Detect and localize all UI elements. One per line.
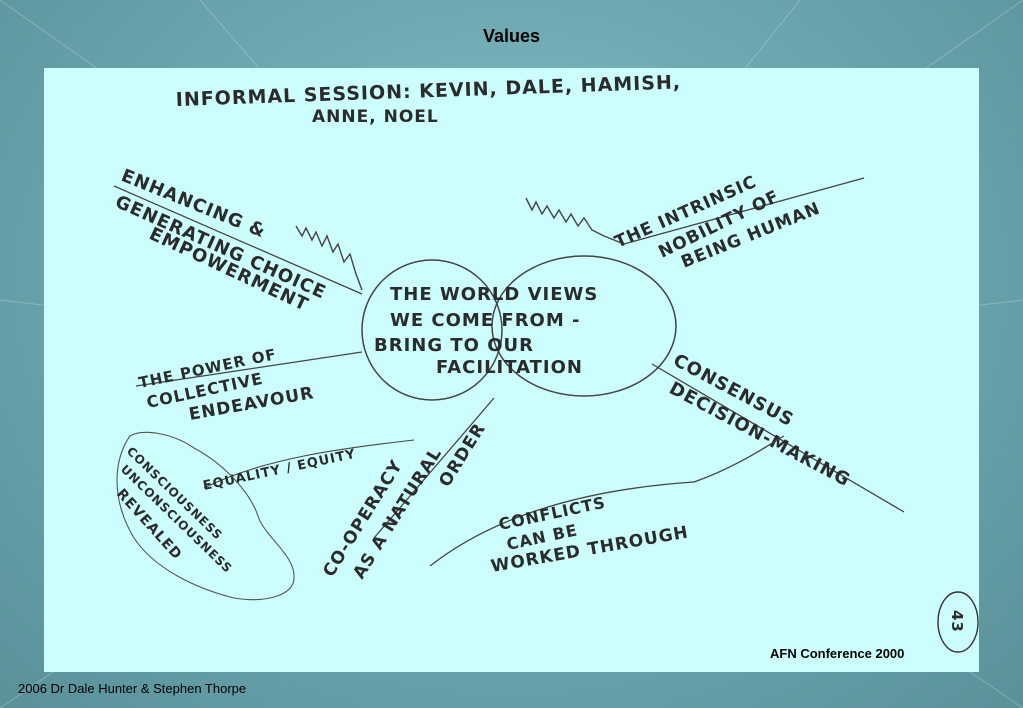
center-circle-right (491, 255, 677, 397)
mindmap-sketch: INFORMAL SESSION: KEVIN, DALE, HAMISH, A… (44, 68, 979, 672)
slide-footer: 2006 Dr Dale Hunter & Stephen Thorpe (18, 681, 247, 696)
center-text-2: WE COME FROM - (390, 310, 581, 331)
page-number-circle (937, 591, 979, 653)
conscious-text-1: CONSCIOUSNESS (124, 444, 225, 543)
branch-line-consensus (651, 363, 905, 513)
header-line-1: INFORMAL SESSION: KEVIN, DALE, HAMISH, (175, 71, 681, 111)
branch-line-nobility (623, 177, 865, 245)
zigzag-right (525, 197, 625, 245)
branch-line-empower (113, 185, 363, 295)
header-line-2: ANNE, NOEL (312, 107, 439, 127)
consciousness-cloud (116, 431, 295, 601)
page-number-text: 43 (948, 610, 966, 633)
center-circle-left (361, 259, 503, 401)
branch-line-conflicts (429, 435, 785, 567)
center-text-3: BRING TO OUR (374, 335, 534, 356)
center-text-1: THE WORLD VIEWS (390, 284, 598, 305)
center-text-4: FACILITATION (436, 357, 583, 378)
branch-line-cooperacy (373, 397, 495, 539)
zigzag-left (295, 225, 363, 291)
slide-title: Values (482, 26, 541, 46)
branch-line-collective (135, 351, 363, 387)
mindmap-drawing: INFORMAL SESSION: KEVIN, DALE, HAMISH, A… (112, 71, 979, 653)
branch-line-equality (203, 439, 415, 489)
conference-caption: AFN Conference 2000 (770, 646, 905, 661)
